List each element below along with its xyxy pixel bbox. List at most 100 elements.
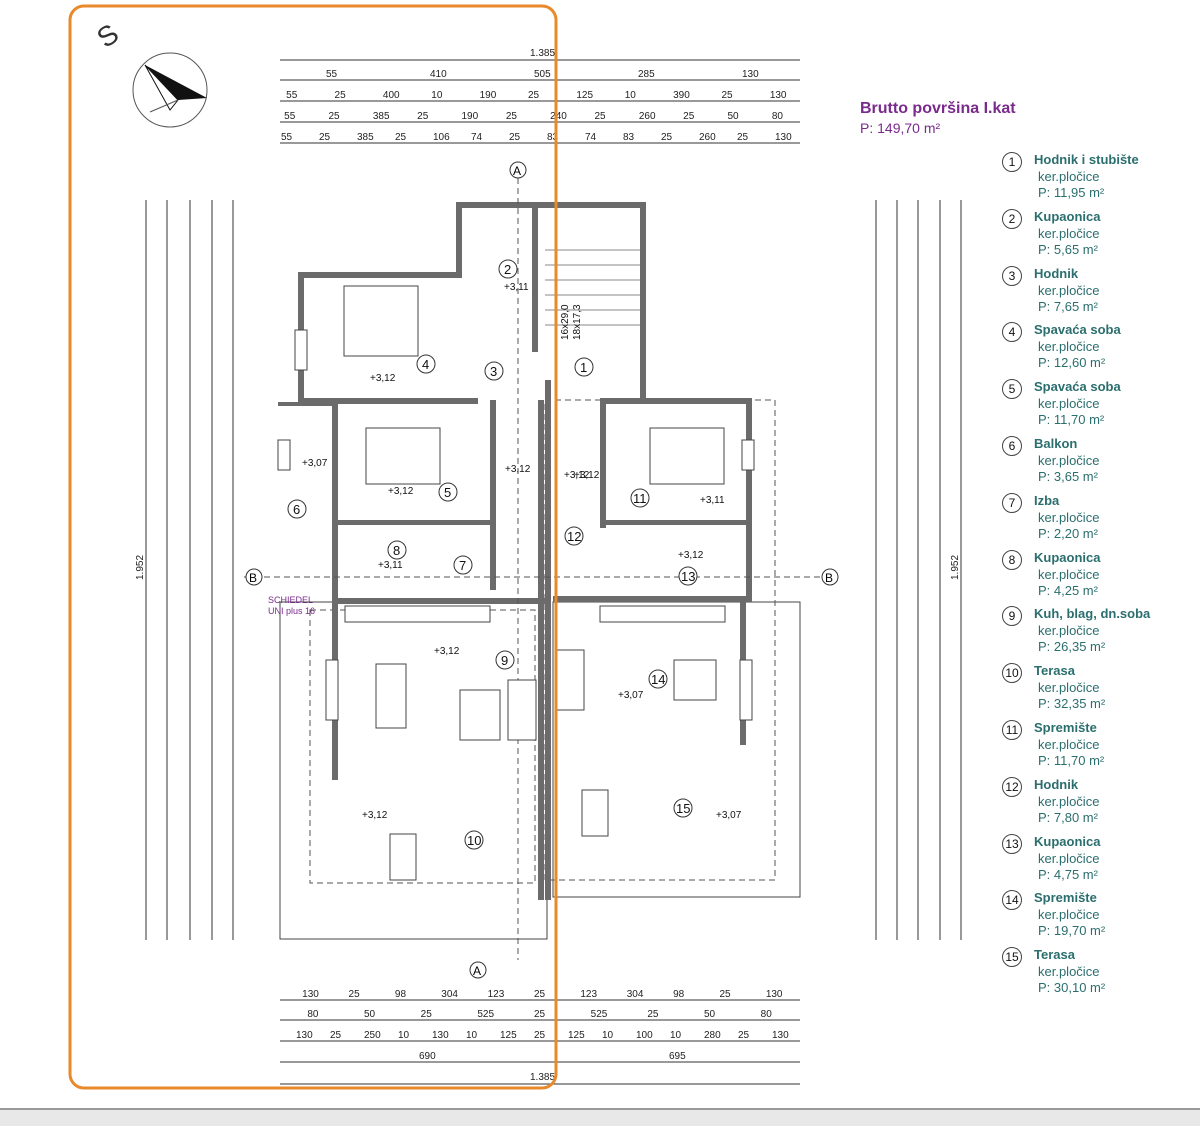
legend-room-flooring: ker.pločice [1038, 453, 1100, 468]
room-number-circle [387, 540, 407, 560]
dimension-value: 695 [669, 1051, 686, 1062]
room-number-circle [564, 526, 584, 546]
staircase [545, 249, 640, 326]
section-marker-b-right: B [821, 568, 839, 586]
left-total-dim: 1.952 [135, 555, 146, 580]
floor-level-label: +3,12 [434, 646, 460, 657]
legend-room-name: Spavaća soba [1034, 322, 1121, 338]
dimension-value: 25 [421, 1009, 433, 1020]
legend-room-name: Hodnik [1034, 776, 1079, 792]
svg-text:A: A [473, 964, 481, 978]
chimney-label-2: UNI plus 16 [268, 606, 315, 616]
dimension-value: 10 [625, 90, 637, 101]
room-number: 7 [459, 558, 466, 573]
dimension-value: 25 [738, 1030, 750, 1041]
section-marker-a-bottom: A [469, 961, 487, 979]
legend-room-name: Balkon [1034, 436, 1078, 451]
dimension-value: 25 [335, 90, 347, 101]
legend-total-area: P: 149,70 m² [860, 120, 941, 136]
legend-room-area: P: 3,65 m² [1038, 469, 1098, 484]
dimension-value: 25 [534, 989, 546, 1000]
legend-room-flooring: ker.pločice [1038, 169, 1100, 184]
legend-room-name: Kuh, blag, dn.soba [1034, 606, 1151, 622]
dimension-value: 10 [670, 1030, 682, 1041]
svg-text:B: B [249, 571, 257, 585]
room-number: 10 [467, 833, 481, 848]
right-total-dim: 1.952 [950, 555, 961, 580]
dimension-value: 25 [509, 132, 521, 143]
bottom-dimension-lines [280, 999, 800, 1085]
dimension-value: 410 [430, 69, 447, 80]
floor-level-label: +3,12 [564, 470, 590, 481]
dimension-value: 130 [772, 1030, 789, 1041]
legend-room-flooring: ker.pločice [1038, 737, 1100, 752]
dimension-value: 55 [284, 111, 296, 122]
dimension-value: 130 [766, 989, 783, 1000]
dimension-value: 50 [364, 1009, 376, 1020]
legend-room-name: Spavaća soba [1034, 379, 1121, 395]
floor-level-label: +3,11 [378, 560, 403, 571]
room-number-circle [630, 488, 650, 508]
level-markers: +3,11+3,12+3,12+3,12+3,07+3,12+3,11+3,12… [302, 282, 742, 821]
room-number: 15 [676, 801, 690, 816]
legend-room-name: Terasa [1034, 947, 1075, 963]
legend-room-name: Hodnik [1034, 265, 1079, 281]
legend-room-name: Kupaonica [1034, 833, 1101, 849]
legend-room-name: Izba [1034, 492, 1060, 508]
legend-room-area: P: 26,35 m² [1038, 639, 1106, 655]
legend-room-area: P: 12,60 m² [1038, 355, 1106, 371]
dimension-value: 240 [550, 111, 567, 122]
dimension-value: 55 [326, 69, 338, 80]
legend-room-name: Spremište [1034, 890, 1097, 906]
dimension-value: 83 [623, 132, 635, 143]
room-number-circle [416, 354, 436, 374]
top-total-dim: 1.385 [530, 48, 555, 59]
room-number-circle [438, 482, 458, 502]
legend-room-area: P: 5,65 m² [1038, 241, 1098, 257]
room-number: 9 [501, 653, 508, 668]
legend-room-name: Kupaonica [1034, 208, 1101, 224]
furniture [343, 285, 726, 881]
dimension-value: 74 [585, 132, 597, 143]
dimension-value: 260 [699, 132, 716, 143]
bottom-scrollbar[interactable] [0, 1108, 1200, 1126]
floor-level-label: +3,11 [504, 282, 529, 293]
legend-room-flooring: ker.pločice [1038, 225, 1100, 241]
dimension-value: 525 [591, 1009, 608, 1020]
legend-room-flooring: ker.pločice [1038, 282, 1100, 298]
dimension-value: 50 [704, 1009, 716, 1020]
dimension-value: 25 [506, 111, 518, 122]
legend-room-name: Kupaonica [1034, 549, 1101, 565]
legend-room-flooring: ker.pločice [1038, 339, 1100, 355]
dimension-value: 190 [462, 111, 479, 122]
dimension-value: 25 [329, 111, 341, 122]
legend-room-area: P: 11,95 m² [1038, 185, 1105, 200]
dimension-value: 385 [357, 132, 374, 143]
section-marker-b-left: B [245, 568, 263, 586]
dimension-value: 123 [580, 989, 597, 1000]
dimension-value: 125 [576, 90, 593, 101]
room-number-circle [464, 830, 484, 850]
legend-room-flooring: ker.pločice [1038, 623, 1100, 639]
section-marker-a-top: A [509, 161, 527, 179]
floor-level-label: +3,12 [370, 373, 396, 384]
floor-level-label: +3,07 [716, 810, 742, 821]
dimension-value: 10 [398, 1030, 410, 1041]
right-dimension-lines [875, 200, 962, 940]
legend-room-area: P: 11,70 m² [1038, 412, 1105, 428]
dimension-value: 130 [770, 90, 787, 101]
floor-level-label: +3,12 [505, 464, 531, 475]
dimension-value: 505 [534, 69, 551, 80]
dimension-value: 285 [638, 69, 655, 80]
stair-label-1: 16x29,0 [560, 304, 571, 340]
